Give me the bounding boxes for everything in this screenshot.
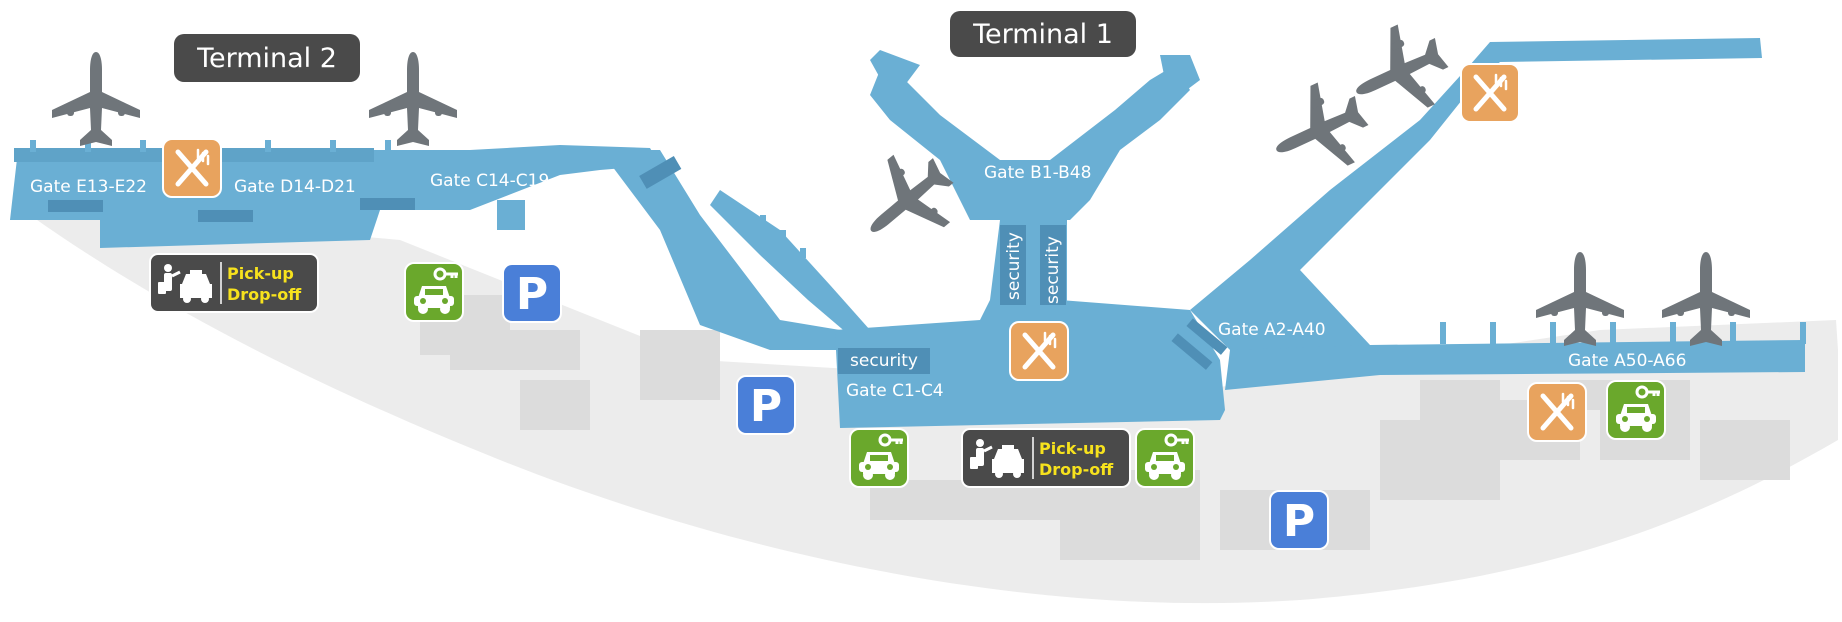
restaurant-icon[interactable] [162,138,222,198]
terminal-1-inner [838,225,1066,374]
svg-text:Pick-up: Pick-up [1039,439,1106,458]
pickup-dropoff-badge-t2[interactable]: Pick-up Drop-off [149,253,319,313]
car-rental-icon[interactable] [849,428,909,488]
svg-text:Terminal 2: Terminal 2 [196,43,337,74]
gate-a2-a40-label: Gate A2-A40 [1218,320,1326,340]
svg-text:Drop-off: Drop-off [1039,460,1114,479]
pier-a [1190,38,1806,390]
pickup-dropoff-icon [158,264,212,303]
terminal-2-building [10,140,840,350]
gate-a50-a66-label: Gate A50-A66 [1568,351,1686,371]
terminal-2-inner-walls [48,155,682,222]
svg-text:Pick-up: Pick-up [227,264,294,283]
security-label-c: security [850,351,918,371]
pier-c [710,190,870,340]
parking-icon[interactable]: P [1269,490,1329,550]
car-rental-icon[interactable] [1606,380,1666,440]
car-rental-icon[interactable] [404,262,464,322]
airplane-icon [369,52,457,146]
terminal-1-label: Terminal 1 [950,11,1136,57]
svg-text:P: P [516,269,548,320]
airplane-icon [52,52,140,146]
pickup-dropoff-icon [970,439,1024,478]
parking-icon[interactable]: P [736,375,796,435]
gate-d14-d21-label: Gate D14-D21 [234,177,356,197]
svg-text:P: P [750,381,782,432]
car-rental-icon[interactable] [1135,428,1195,488]
parking-icon[interactable]: P [502,263,562,323]
gate-c14-c19-label: Gate C14-C19 [430,171,549,191]
restaurant-icon[interactable] [1460,63,1520,123]
svg-text:Terminal 1: Terminal 1 [972,19,1113,50]
pickup-dropoff-badge-t1[interactable]: Pick-up Drop-off [961,428,1131,488]
terminal-2-label: Terminal 2 [174,34,360,82]
pier-a-detail [1171,318,1228,370]
restaurant-icon[interactable] [1527,382,1587,442]
gate-b1-b48-label: Gate B1-B48 [984,163,1091,183]
gate-e13-e22-label: Gate E13-E22 [30,177,147,197]
restaurant-icon[interactable] [1009,321,1069,381]
security-label-b-left: security [1004,232,1024,300]
svg-text:Drop-off: Drop-off [227,285,302,304]
gate-c1-c4-label: Gate C1-C4 [846,381,944,401]
svg-text:P: P [1283,496,1315,547]
security-label-b-right: security [1043,236,1063,304]
